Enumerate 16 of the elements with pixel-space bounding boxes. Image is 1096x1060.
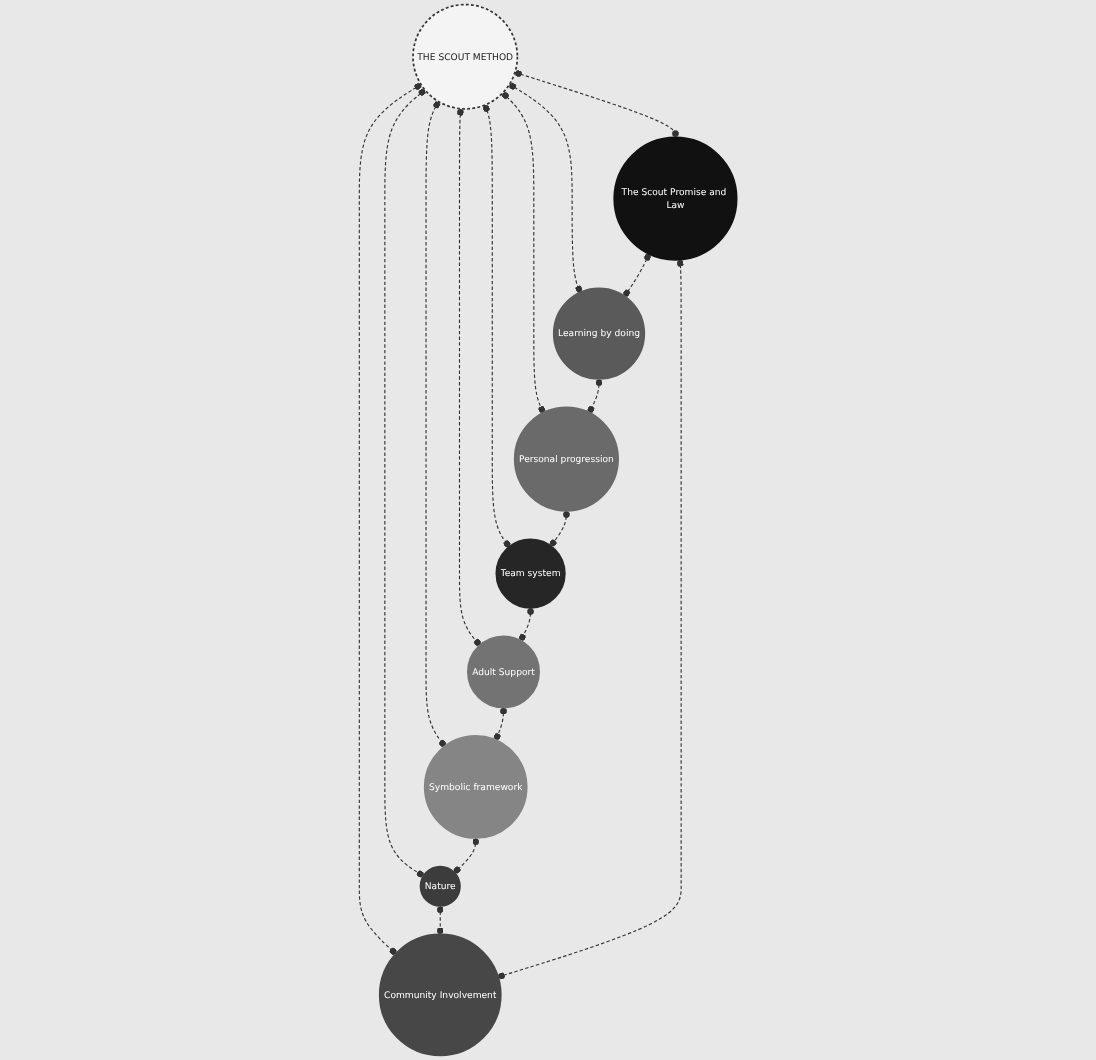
connector — [549, 510, 570, 547]
connector — [518, 607, 535, 642]
connector — [514, 70, 679, 138]
connector — [453, 837, 480, 874]
connector — [501, 92, 546, 414]
connector — [508, 82, 583, 293]
connector — [425, 101, 446, 747]
connector — [482, 104, 511, 548]
connector — [623, 253, 651, 297]
connector — [456, 108, 481, 646]
connector — [358, 83, 422, 955]
connector — [384, 88, 426, 878]
connector — [493, 706, 507, 741]
connector — [436, 905, 444, 935]
connector — [587, 378, 603, 414]
connector — [497, 259, 684, 980]
